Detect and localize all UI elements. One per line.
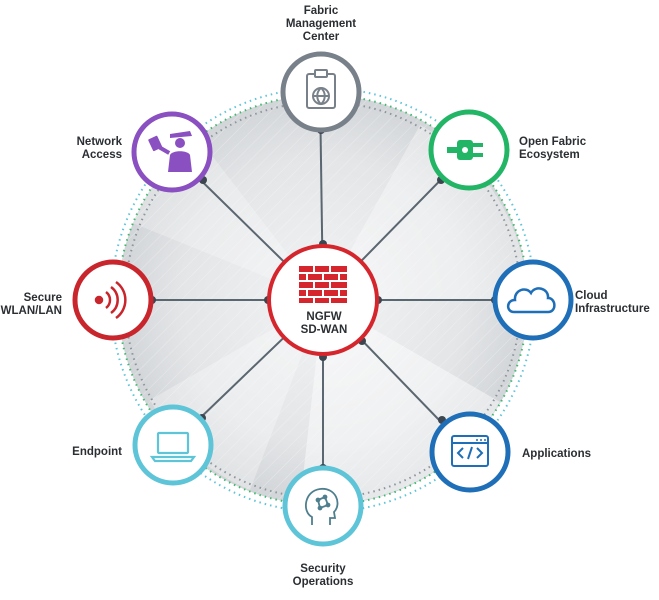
label-line: Network: [76, 136, 122, 148]
label-fabric-management: Fabric Management Center: [276, 5, 366, 44]
plug-icon: [447, 140, 483, 160]
label-line: Open Fabric: [519, 136, 587, 148]
label-line: Center: [302, 31, 340, 43]
label-line: Infrastructure: [575, 303, 650, 315]
clipboard-globe-icon: [306, 69, 336, 109]
label-endpoint: Endpoint: [40, 446, 122, 459]
light-wedge-upper-right: [323, 125, 528, 300]
label-line: Operations: [292, 576, 354, 588]
label-line: Access: [81, 149, 122, 161]
center-label-line1: NGFW: [306, 311, 342, 323]
node-endpoint[interactable]: [132, 404, 214, 486]
node-fabric-management[interactable]: [280, 51, 362, 133]
label-line: Management: [285, 18, 357, 30]
node-wlan[interactable]: [72, 259, 154, 341]
label-line: Fabric: [303, 5, 339, 17]
label-applications: Applications: [522, 448, 591, 461]
node-cloud[interactable]: [492, 259, 574, 341]
label-network-access: Network Access: [40, 136, 122, 162]
label-open-fabric: Open Fabric Ecosystem: [519, 136, 586, 162]
wifi-signal-icon: [94, 280, 127, 320]
firewall-brick-icon: [299, 266, 347, 303]
officer-badge-icon: [148, 131, 192, 172]
laptop-icon: [149, 431, 197, 463]
label-line: Endpoint: [72, 446, 122, 458]
label-line: Secure: [23, 292, 62, 304]
label-wlan: Secure WLAN/LAN: [0, 292, 62, 318]
center-label-line2: SD-WAN: [300, 324, 348, 336]
label-line: Ecosystem: [519, 149, 580, 161]
label-line: WLAN/LAN: [0, 305, 62, 317]
center-label: NGFW SD-WAN: [282, 311, 366, 337]
code-window-icon: [451, 435, 489, 467]
cloud-icon: [506, 287, 556, 314]
node-network-access[interactable]: [131, 111, 213, 193]
brain-head-icon: [305, 488, 339, 525]
label-line: Applications: [522, 448, 592, 460]
label-security-operations: Security Operations: [278, 563, 368, 589]
label-cloud: Cloud Infrastructure: [575, 290, 650, 316]
label-line: Security: [300, 563, 346, 575]
label-line: Cloud: [575, 290, 608, 302]
